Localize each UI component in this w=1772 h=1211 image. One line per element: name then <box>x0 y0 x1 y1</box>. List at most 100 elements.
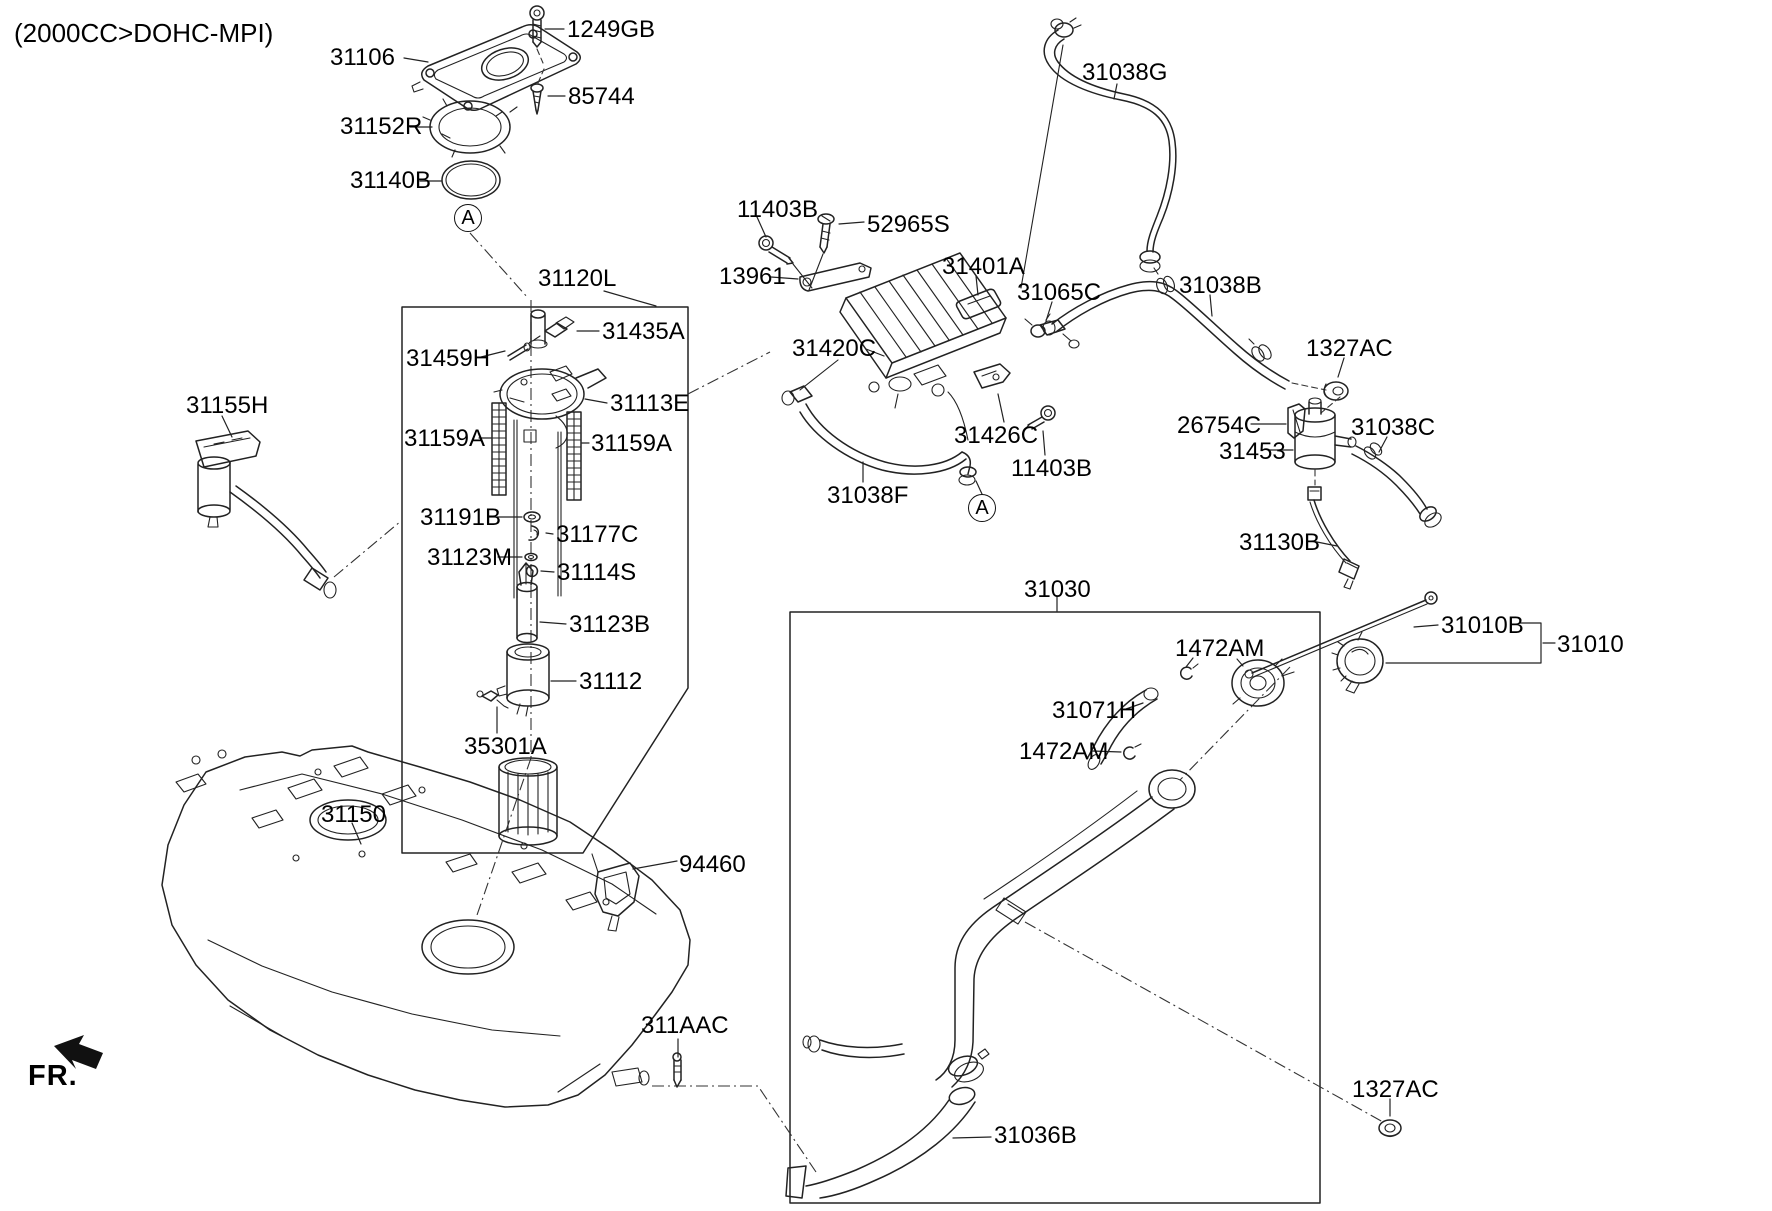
part-label-31010B: 31010B <box>1441 612 1524 639</box>
part-label-11403B: 11403B <box>737 196 818 223</box>
part-label-31435A: 31435A <box>602 318 685 345</box>
clip-1472AM-lower <box>1124 744 1141 759</box>
fuel-sender-connector-31435A <box>534 317 574 340</box>
lock-ring-31152R <box>423 99 517 157</box>
bracket-31426C <box>974 364 1010 388</box>
part-label-31130B: 31130B <box>1239 529 1320 556</box>
part-label-31152R: 31152R <box>340 113 423 140</box>
part-label-31106: 31106 <box>330 44 395 71</box>
filler-cap-mount <box>1232 659 1294 706</box>
part-label-31114S: 31114S <box>557 559 637 586</box>
bracket-26754C <box>1288 404 1305 438</box>
fuel-filter-31155H <box>196 431 336 598</box>
tank-cover-plate-31106 <box>412 25 580 111</box>
nut-1327AC-lower <box>1379 1120 1401 1137</box>
part-label-31459H: 31459H <box>406 345 491 372</box>
part-label-52965S: 52965S <box>867 211 950 238</box>
screw-85744 <box>531 69 544 114</box>
screw-1249GB <box>530 6 544 63</box>
part-label-31420C: 31420C <box>792 335 877 362</box>
part-label-11403B: 11403B <box>1011 455 1092 482</box>
part-label-26754C: 26754C <box>1177 412 1262 439</box>
part-label-31123M: 31123M <box>427 544 512 571</box>
part-label-31038C: 31038C <box>1351 414 1436 441</box>
protector-bracket-94460 <box>592 854 639 931</box>
clip-31177C <box>529 526 538 540</box>
part-label-1472AM: 1472AM <box>1175 635 1265 662</box>
fuel-cap-31010 <box>1332 632 1383 693</box>
pump-module-box-31120L <box>402 307 688 853</box>
part-label-31155H: 31155H <box>186 392 269 419</box>
part-label-31426C: 31426C <box>954 422 1039 449</box>
strainer-bar-left-31159A <box>492 403 506 495</box>
vent-tube-31071H <box>1086 688 1158 771</box>
part-label-31191B: 31191B <box>420 504 501 531</box>
filler-neck-pipe <box>803 770 1195 1087</box>
grommet-1327AC-upper <box>1321 382 1348 413</box>
part-label-35301A: 35301A <box>464 733 547 760</box>
part-label-31036B: 31036B <box>994 1122 1077 1149</box>
part-label-31038B: 31038B <box>1179 272 1262 299</box>
valve-31065C <box>1025 314 1079 348</box>
pin-31459H <box>508 343 530 360</box>
part-label-1472AM: 1472AM <box>1019 738 1109 765</box>
cap-tether-31010B <box>1245 592 1437 678</box>
valve-35301A <box>477 691 508 708</box>
part-label-31401A: 31401A <box>942 253 1025 280</box>
part-label-31113E: 31113E <box>610 390 690 417</box>
screw-52965S <box>809 214 834 290</box>
pump-legs <box>514 416 567 598</box>
bolt-11403B-upper <box>759 236 812 288</box>
pump-housing-31112 <box>497 644 549 716</box>
part-label-31150: 31150 <box>321 801 386 828</box>
part-label-31038G: 31038G <box>1082 59 1168 86</box>
part-label-31010: 31010 <box>1557 631 1624 658</box>
part-label-31123B: 31123B <box>569 611 650 638</box>
clip-1472AM-upper <box>1181 664 1198 679</box>
sensor-31401A <box>956 289 1000 318</box>
part-label-31140B: 31140B <box>350 167 431 194</box>
nut-31123M <box>525 554 537 561</box>
clip-311AAC <box>673 1053 681 1087</box>
wire-31130B <box>1308 470 1359 589</box>
reservoir-cup <box>499 758 557 845</box>
part-label-311AAC: 311AAC <box>641 1012 729 1039</box>
canister-filter-31453 <box>1295 398 1356 469</box>
part-label-1327AC: 1327AC <box>1352 1076 1439 1103</box>
air-hose-31038C <box>1352 441 1444 530</box>
assembly-marker-A-1: A <box>454 204 482 232</box>
part-label-31065C: 31065C <box>1017 279 1102 306</box>
part-label-31177C: 31177C <box>556 521 639 548</box>
part-label-31159A: 31159A <box>591 430 672 457</box>
vapor-hose-31038G <box>1021 18 1176 288</box>
canister-31420C <box>840 253 1006 440</box>
bolt-11403B-lower <box>1026 406 1055 429</box>
washer-31191B <box>524 512 540 522</box>
part-label-13961: 13961 <box>719 263 786 290</box>
assembly-marker-A-2: A <box>968 494 996 522</box>
part-label-94460: 94460 <box>679 851 746 878</box>
vapor-hose-31038B <box>1043 268 1326 390</box>
filler-assembly-box-31030 <box>790 612 1320 1203</box>
o-ring-31140B <box>442 161 500 199</box>
part-label-31038F: 31038F <box>827 482 909 509</box>
front-direction-arrow <box>54 1035 103 1069</box>
part-label-31112: 31112 <box>579 668 643 695</box>
front-direction-label: FR. <box>28 1060 78 1092</box>
part-label-31071H: 31071H <box>1052 697 1137 724</box>
fuel-hose-31038F <box>782 360 976 485</box>
part-label-31159A: 31159A <box>404 425 485 452</box>
filler-hose-31036B <box>786 1085 977 1198</box>
part-label-1249GB: 1249GB <box>567 16 656 43</box>
strainer-bar-right-31159A <box>567 412 581 500</box>
part-label-31120L: 31120L <box>538 265 617 292</box>
bracket-13961 <box>800 263 871 291</box>
part-label-85744: 85744 <box>568 83 635 110</box>
fuel-tank-31150 <box>162 746 690 1107</box>
center-reference-lines <box>334 233 1383 1172</box>
part-label-1327AC: 1327AC <box>1306 335 1393 362</box>
pump-plate-31113E <box>494 310 606 419</box>
fuel-pump-31123B <box>517 563 537 643</box>
